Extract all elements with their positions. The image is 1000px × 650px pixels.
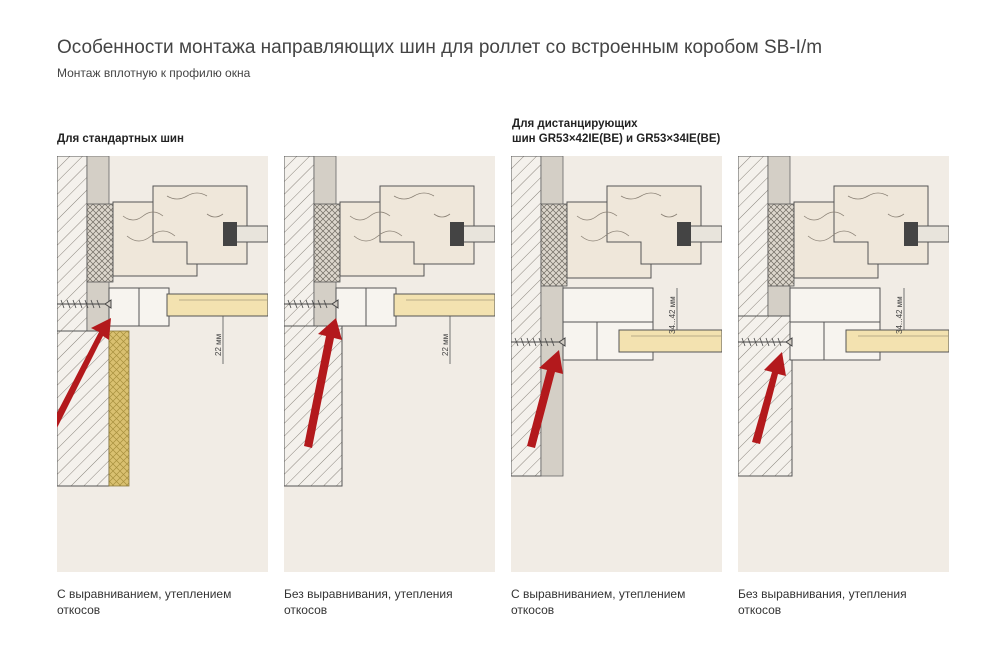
diagram-panel-2: 22 мм: [284, 156, 495, 572]
red-arrow: [752, 352, 786, 444]
guide-rail: [393, 293, 495, 317]
foam-seal: [767, 203, 795, 287]
wall-reveal: [738, 315, 793, 477]
screw: [284, 299, 339, 309]
guide-rail: [845, 329, 949, 353]
glass-unit: [688, 225, 722, 243]
panel-caption-4: Без выравнивания, утепления откосов: [738, 587, 907, 617]
panel-caption-1: С выравниванием, утеплением откосов: [57, 587, 232, 617]
dimension-label: 22 мм: [441, 334, 450, 356]
diagram-panel-3: 34...42 мм: [511, 156, 722, 572]
glass-unit: [915, 225, 949, 243]
foam-seal: [86, 203, 114, 283]
dimension-label: 22 мм: [214, 334, 223, 356]
red-arrow: [304, 318, 342, 448]
group-label-spacer: Для дистанцирующих шин GR53×42IE(BE) и G…: [512, 118, 721, 145]
dimension-label: 34...42 мм: [668, 296, 677, 334]
foam-seal: [540, 203, 568, 287]
glass-unit: [461, 225, 495, 243]
guide-rail: [166, 293, 268, 317]
diagram-panel-1: 22 мм: [57, 156, 268, 572]
page-title: Особенности монтажа направляющих шин для…: [57, 37, 823, 58]
panel-caption-3: С выравниванием, утеплением откосов: [511, 587, 686, 617]
group-label-standard: Для стандартных шин: [57, 133, 184, 145]
guide-rail: [618, 329, 722, 353]
dimension-label: 34...42 мм: [895, 296, 904, 334]
diagram-panel-4: 34...42 мм: [738, 156, 949, 572]
red-arrow: [57, 318, 111, 428]
red-arrow: [527, 350, 563, 448]
insulation-layer: [108, 330, 130, 487]
page-subtitle: Монтаж вплотную к профилю окна: [57, 66, 251, 80]
glass-unit: [234, 225, 268, 243]
screw: [738, 337, 793, 347]
foam-seal: [313, 203, 341, 283]
panel-caption-2: Без выравнивания, утепления откосов: [284, 587, 453, 617]
screw: [57, 299, 112, 309]
screw: [511, 337, 566, 347]
